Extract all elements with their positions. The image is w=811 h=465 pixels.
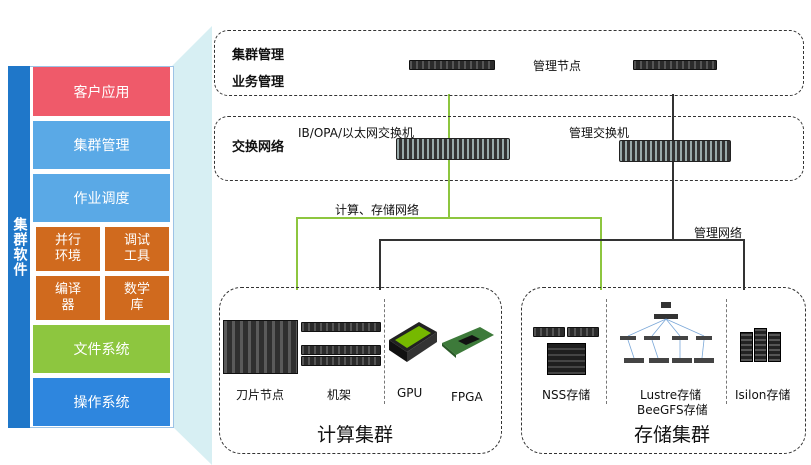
layer-parallel-env[interactable]: 并行 环境 (36, 227, 100, 271)
storage-cluster-title: 存储集群 (634, 424, 711, 446)
compute-storage-trunk (296, 158, 450, 290)
compute-separator (384, 299, 385, 404)
rack-server-1[interactable] (301, 322, 381, 332)
nss-label: NSS存储 (542, 388, 591, 402)
nss-server-2[interactable] (567, 327, 599, 337)
storage-separator-2 (726, 299, 727, 404)
layer-filesystem[interactable]: 文件系统 (33, 325, 170, 373)
blade-node-label: 刀片节点 (236, 388, 285, 402)
nss-server-1[interactable] (533, 327, 565, 337)
layer-cluster-management[interactable]: 集群管理 (33, 121, 170, 169)
fpga-label: FPGA (451, 390, 483, 404)
gpu-label: GPU (397, 386, 423, 400)
ib-switch[interactable] (396, 138, 510, 160)
isilon-node-3[interactable] (768, 332, 781, 362)
mgmt-switch-label: 管理交换机 (569, 126, 630, 140)
compute-cluster-box (219, 287, 502, 454)
compute-cluster-title: 计算集群 (317, 424, 394, 446)
management-node-server-left[interactable] (409, 60, 495, 70)
mgmt-to-storage (673, 239, 745, 290)
blade-node-image[interactable] (223, 320, 298, 374)
layer-os[interactable]: 操作系统 (33, 378, 170, 426)
layer-compiler[interactable]: 编译 器 (36, 276, 100, 320)
mgmt-label-business: 业务管理 (232, 75, 285, 90)
management-node-label: 管理节点 (533, 59, 582, 73)
rack-server-2[interactable] (301, 345, 381, 355)
mgmt-label-cluster: 集群管理 (232, 48, 285, 63)
rack-label: 机架 (327, 388, 352, 402)
management-box (214, 30, 804, 96)
layer-math-lib[interactable]: 数学 库 (105, 276, 169, 320)
beegfs-label: BeeGFS存储 (637, 403, 708, 417)
nss-storage-array[interactable] (547, 343, 586, 375)
storage-cluster-box (521, 287, 806, 454)
isilon-label: Isilon存储 (735, 388, 791, 402)
fpga-image[interactable] (440, 325, 496, 359)
management-network-label: 管理网络 (694, 226, 743, 240)
layer-customer-app[interactable]: 客户应用 (33, 67, 170, 116)
layer-debug-tools[interactable]: 调试 工具 (105, 227, 169, 271)
software-stack-title: 集群软件 (8, 66, 30, 428)
compute-storage-network-label: 计算、存储网络 (335, 203, 420, 217)
layer-job-scheduling[interactable]: 作业调度 (33, 174, 170, 222)
ib-switch-label: IB/OPA/以太网交换机 (298, 126, 414, 140)
storage-separator-1 (606, 299, 607, 404)
switching-box (214, 116, 804, 181)
management-node-server-right[interactable] (633, 60, 717, 70)
isilon-node-2[interactable] (754, 328, 767, 362)
lustre-topology-image[interactable] (614, 300, 719, 372)
compute-storage-to-storage (449, 217, 602, 290)
rack-server-3[interactable] (301, 356, 381, 366)
gpu-image[interactable] (385, 318, 439, 366)
lustre-label: Lustre存储 (640, 388, 702, 402)
mgmt-switch[interactable] (619, 140, 731, 162)
isilon-node-1[interactable] (740, 332, 753, 362)
mgmt-trunk (379, 160, 674, 290)
switching-label: 交换网络 (232, 140, 285, 155)
